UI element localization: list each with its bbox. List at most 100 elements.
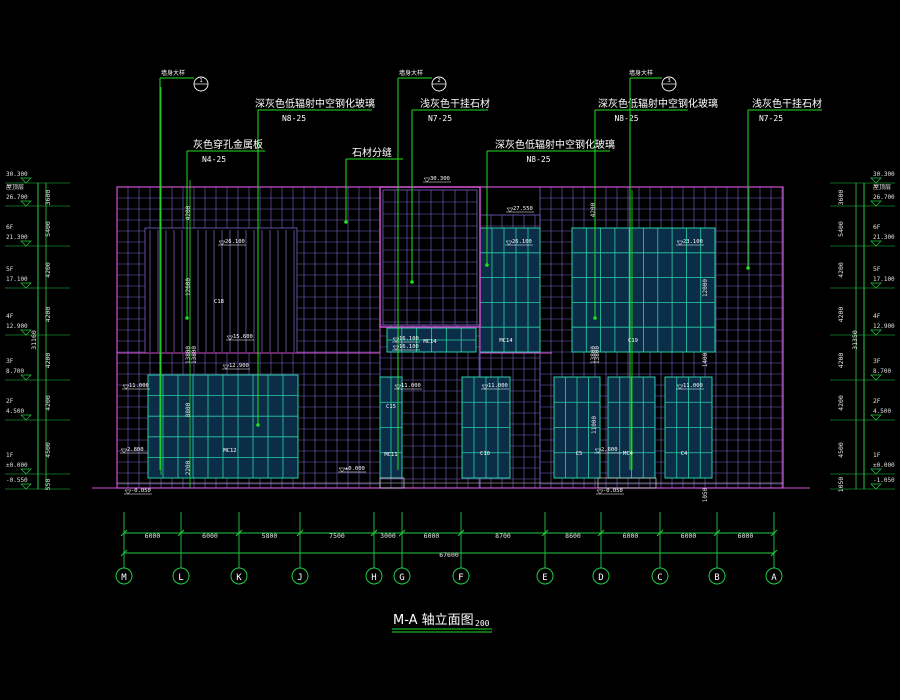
level-marker-left [20,282,32,289]
vertical-dimension: 13800 [191,346,198,364]
material-callout-title: 浅灰色干挂石材 [420,97,490,110]
level-floor-left: 2F [6,398,14,405]
elevation-label: 16.100 [399,336,419,342]
axis-label: M [121,573,127,583]
elevation-mark-triangle [676,384,684,390]
level-dim-right: 5400 [837,221,845,237]
detail-ref-number: 2 [437,78,440,84]
outline-floor-break [117,326,552,354]
level-dim-left: 5400 [44,221,52,237]
level-floor-left: 4F [6,313,14,320]
dimension-tick [296,529,304,537]
axis-span-dimension: 5800 [262,532,278,540]
level-marker-left [20,414,32,421]
window-tag: MC12 [223,448,236,454]
level-scales: 30.30026.700屋顶层21.3006F17.1005F12.9004F8… [5,171,895,492]
elevation-label: 11.000 [129,383,149,389]
axis-span-dimension: 6000 [202,532,218,540]
dimension-tick [457,529,465,537]
axis-bubble [536,567,554,585]
axis-bubble [230,567,248,585]
level-elevation-left: 17.100 [6,276,28,283]
axis-total-dimension: 67600 [439,551,459,559]
level-elevation-left: 26.700 [6,194,28,201]
level-dim-right: 3600 [837,190,845,206]
elevation-label: 15.600 [233,334,253,340]
axis-label: E [542,573,547,583]
entrance-step-1 [597,477,657,489]
level-floor-right: 5F [873,266,881,273]
level-marker-right [870,483,882,490]
level-dim-right: 4500 [837,442,845,458]
level-dim-right: 4200 [837,353,845,369]
elevation-mark-triangle [594,448,602,454]
level-marker-left [20,240,32,247]
level-floor-left: 1F [6,452,14,459]
axis-label: A [771,573,777,583]
material-callout-title: 深灰色低辐射中空钢化玻璃 [598,97,718,110]
level-floor-right: 6F [873,224,881,231]
elevation-label: 16.100 [399,344,419,350]
level-marker-left [20,468,32,475]
axis-span-dimension: 6000 [738,532,754,540]
material-leader-dot [185,316,189,320]
material-callout-title: 深灰色低辐射中空钢化玻璃 [255,97,375,110]
dimension-tick [235,529,243,537]
elevation-mark-triangle [394,384,402,390]
window-tag: MC11 [384,452,397,458]
level-elevation-left: 12.900 [6,323,28,330]
level-dim-left: 4200 [44,353,52,369]
elevation-mark-triangle [124,489,132,495]
window-tag: MC14 [499,338,513,344]
window-tag: MC14 [423,339,437,345]
vertical-dimension: 1050 [702,487,709,502]
level-dim-left: 4200 [44,395,52,411]
elevation-mark-triangle [120,448,128,454]
axis-span-dimension: 6000 [681,532,697,540]
axis-bubble [592,567,610,585]
material-callout-code: N8-25 [282,114,306,123]
level-elevation-left: 8.700 [6,368,24,375]
axis-label: L [178,573,183,583]
drawing-title-block: M-A 轴立面图 200 [392,613,492,633]
material-leader-dot [485,263,489,267]
elevation-mark-triangle [596,489,604,495]
level-elevation-left: 21.300 [6,234,28,241]
material-callout-code: N8-25 [526,155,550,164]
window-tag: C18 [214,299,224,305]
axis-span-dimension: 8700 [495,532,511,540]
vertical-dimension: 13800 [594,346,601,364]
vertical-dimension: 8800 [185,402,192,417]
material-leader-dot [746,266,750,270]
level-marker-right [870,414,882,421]
axis-bubble [452,567,470,585]
window-tag: C19 [628,338,638,344]
material-callout-title: 石材分缝 [352,146,392,159]
material-callout-code: N8-25 [614,114,638,123]
axis-span-dimension: 8600 [565,532,581,540]
level-marker-left [20,177,32,184]
level-marker-left [20,483,32,490]
vertical-dimension: 2200 [185,460,192,475]
detail-ref-label: 墙身大样 [399,69,423,77]
level-dim-left: 4200 [44,307,52,323]
dimension-tick-total [770,549,778,557]
dimension-tick [597,529,605,537]
window-tag: C5 [576,451,583,457]
level-elevation-left: -0.550 [6,477,28,484]
level-marker-left [20,200,32,207]
level-marker-right [870,200,882,207]
material-callout-title: 深灰色低辐射中空钢化玻璃 [495,138,615,151]
detail-ref-number: 1 [199,78,202,84]
window-tag: C10 [480,451,490,457]
level-marker-left [20,374,32,381]
axis-span-dimension: 6000 [424,532,440,540]
elevation-label: 26.100 [512,239,532,245]
axis-label: D [598,573,603,583]
level-dim-right: 4200 [837,262,845,278]
axis-bubble [708,567,726,585]
axis-label: C [657,573,662,583]
dimension-tick [541,529,549,537]
dimension-tick [177,529,185,537]
